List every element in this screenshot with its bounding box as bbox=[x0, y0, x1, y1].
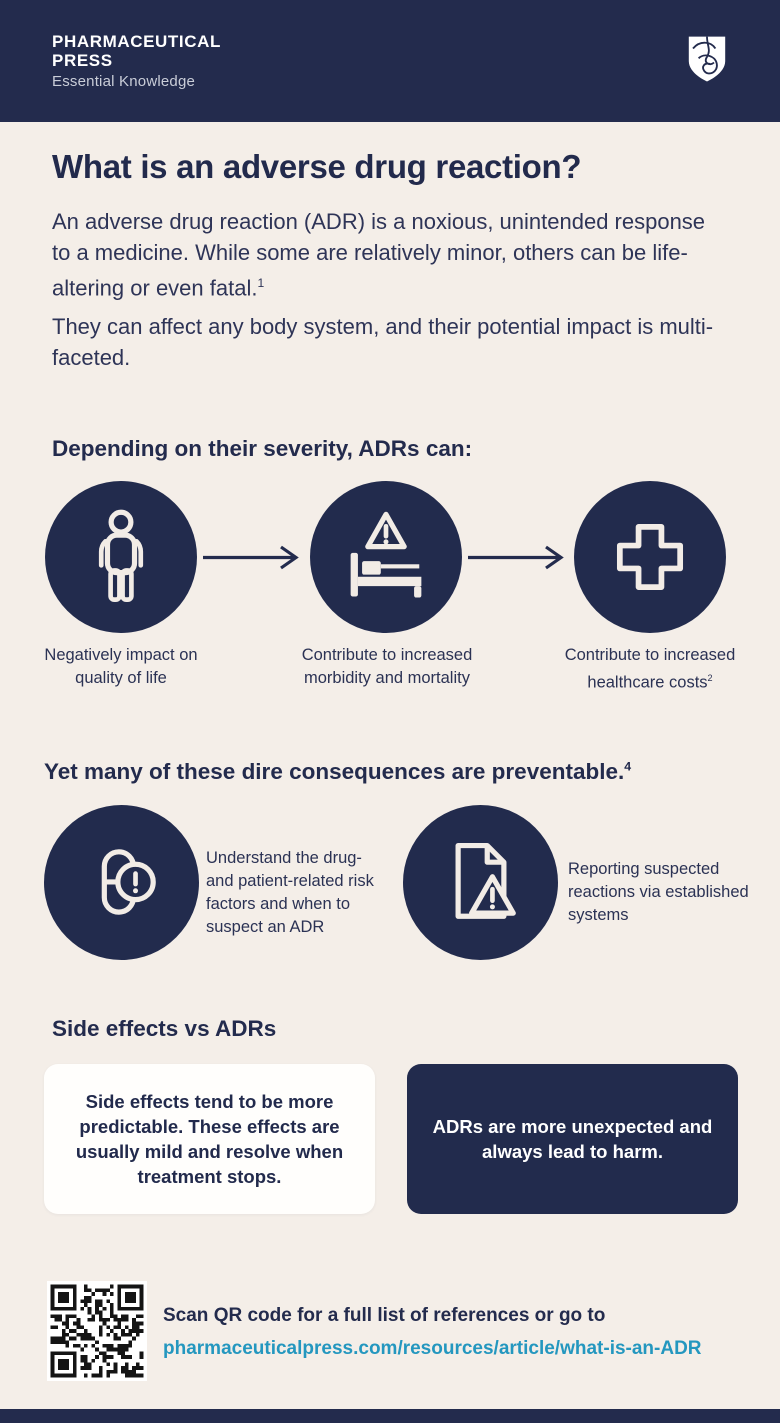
bottom-accent-bar bbox=[0, 1409, 780, 1423]
prevention-heading: Yet many of these dire consequences are … bbox=[44, 759, 632, 784]
arrow-right-icon bbox=[203, 545, 299, 570]
references-url-link[interactable]: pharmaceuticalpress.com/resources/articl… bbox=[163, 1338, 702, 1359]
logo-line-2: PRESS bbox=[52, 51, 113, 70]
arrow-right-icon bbox=[468, 545, 564, 570]
qr-code bbox=[47, 1281, 147, 1381]
prevention-text-1: Understand the drug- and patient-related… bbox=[206, 849, 374, 936]
prevention-text-2: Reporting suspected reactions via establ… bbox=[568, 860, 749, 924]
shield-crest-icon bbox=[686, 34, 728, 89]
scan-qr-text: Scan QR code for a full list of referenc… bbox=[163, 1305, 606, 1326]
intro-paragraph-1: An adverse drug reaction (ADR) is a noxi… bbox=[52, 209, 706, 301]
adr-card: ADRs are more unexpected and always lead… bbox=[407, 1064, 738, 1214]
reference-2: 2 bbox=[707, 673, 713, 683]
header-bar: PHARMACEUTICAL PRESS Essential Knowledge bbox=[0, 0, 780, 122]
severity-caption-1: Negatively impact on quality of life bbox=[44, 646, 198, 687]
medical-cross-icon bbox=[574, 481, 726, 633]
publisher-logo: PHARMACEUTICAL PRESS Essential Knowledge bbox=[52, 32, 221, 90]
logo-line-1: PHARMACEUTICAL bbox=[52, 32, 221, 51]
reference-1: 1 bbox=[257, 276, 265, 290]
person-icon bbox=[45, 481, 197, 633]
hospital-bed-warning-icon bbox=[310, 481, 462, 633]
side-effects-card: Side effects tend to be more predictable… bbox=[44, 1064, 375, 1214]
reference-4: 4 bbox=[624, 759, 632, 774]
severity-heading: Depending on their severity, ADRs can: bbox=[52, 436, 473, 461]
logo-tagline: Essential Knowledge bbox=[52, 73, 196, 90]
pills-alert-icon bbox=[44, 805, 199, 960]
severity-caption-2: Contribute to increased morbidity and mo… bbox=[301, 646, 473, 687]
severity-diagram: Negatively impact on quality of life Con… bbox=[0, 481, 780, 707]
document-alert-icon bbox=[403, 805, 558, 960]
prevention-row: Understand the drug- and patient-related… bbox=[0, 805, 780, 973]
page-title: What is an adverse drug reaction? bbox=[52, 148, 582, 185]
comparison-heading: Side effects vs ADRs bbox=[52, 1016, 277, 1041]
severity-caption-3: Contribute to increased healthcare costs… bbox=[564, 646, 736, 692]
intro-paragraph-2: They can affect any body system, and the… bbox=[52, 314, 714, 370]
